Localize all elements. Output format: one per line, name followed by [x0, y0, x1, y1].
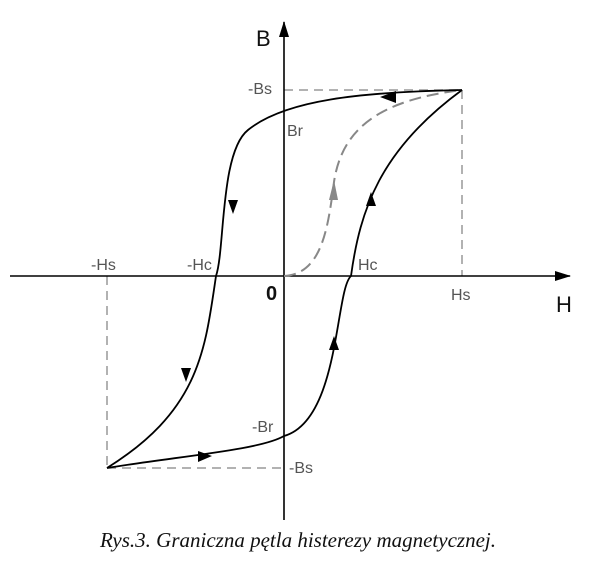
label-bs-bottom: -Bs: [289, 460, 313, 477]
loop-direction-arrows: [181, 91, 396, 462]
initial-magnetization-curve: [283, 89, 463, 277]
arrow-right-up-upper: [366, 192, 376, 206]
b-axis-label: B: [256, 26, 271, 51]
origin-label: 0: [266, 283, 277, 305]
arrow-left-lower: [181, 368, 191, 382]
figure-caption: Rys.3. Graniczna pętla histerezy magnety…: [99, 528, 496, 552]
label-hc: Hc: [358, 257, 378, 274]
hysteresis-loop-diagram: B H 0 -Bs Br -Hs -Hc Hc Hs -Br -Bs: [10, 21, 572, 520]
saturation-guides: [106, 89, 463, 469]
arrow-left-down: [228, 200, 238, 214]
label-bs-top: -Bs: [248, 81, 272, 98]
label-neg-br: -Br: [252, 419, 274, 436]
label-br: Br: [287, 123, 304, 140]
h-axis-label: H: [556, 292, 572, 317]
arrow-bottom-right: [198, 451, 212, 462]
label-neg-hc: -Hc: [187, 257, 212, 274]
label-neg-hs: -Hs: [91, 257, 116, 274]
arrow-right-up-lower: [329, 336, 339, 350]
label-hs: Hs: [451, 287, 471, 304]
arrow-top-left: [380, 91, 396, 103]
initial-curve-arrow: [329, 180, 338, 200]
hysteresis-descending-branch: [106, 89, 463, 469]
